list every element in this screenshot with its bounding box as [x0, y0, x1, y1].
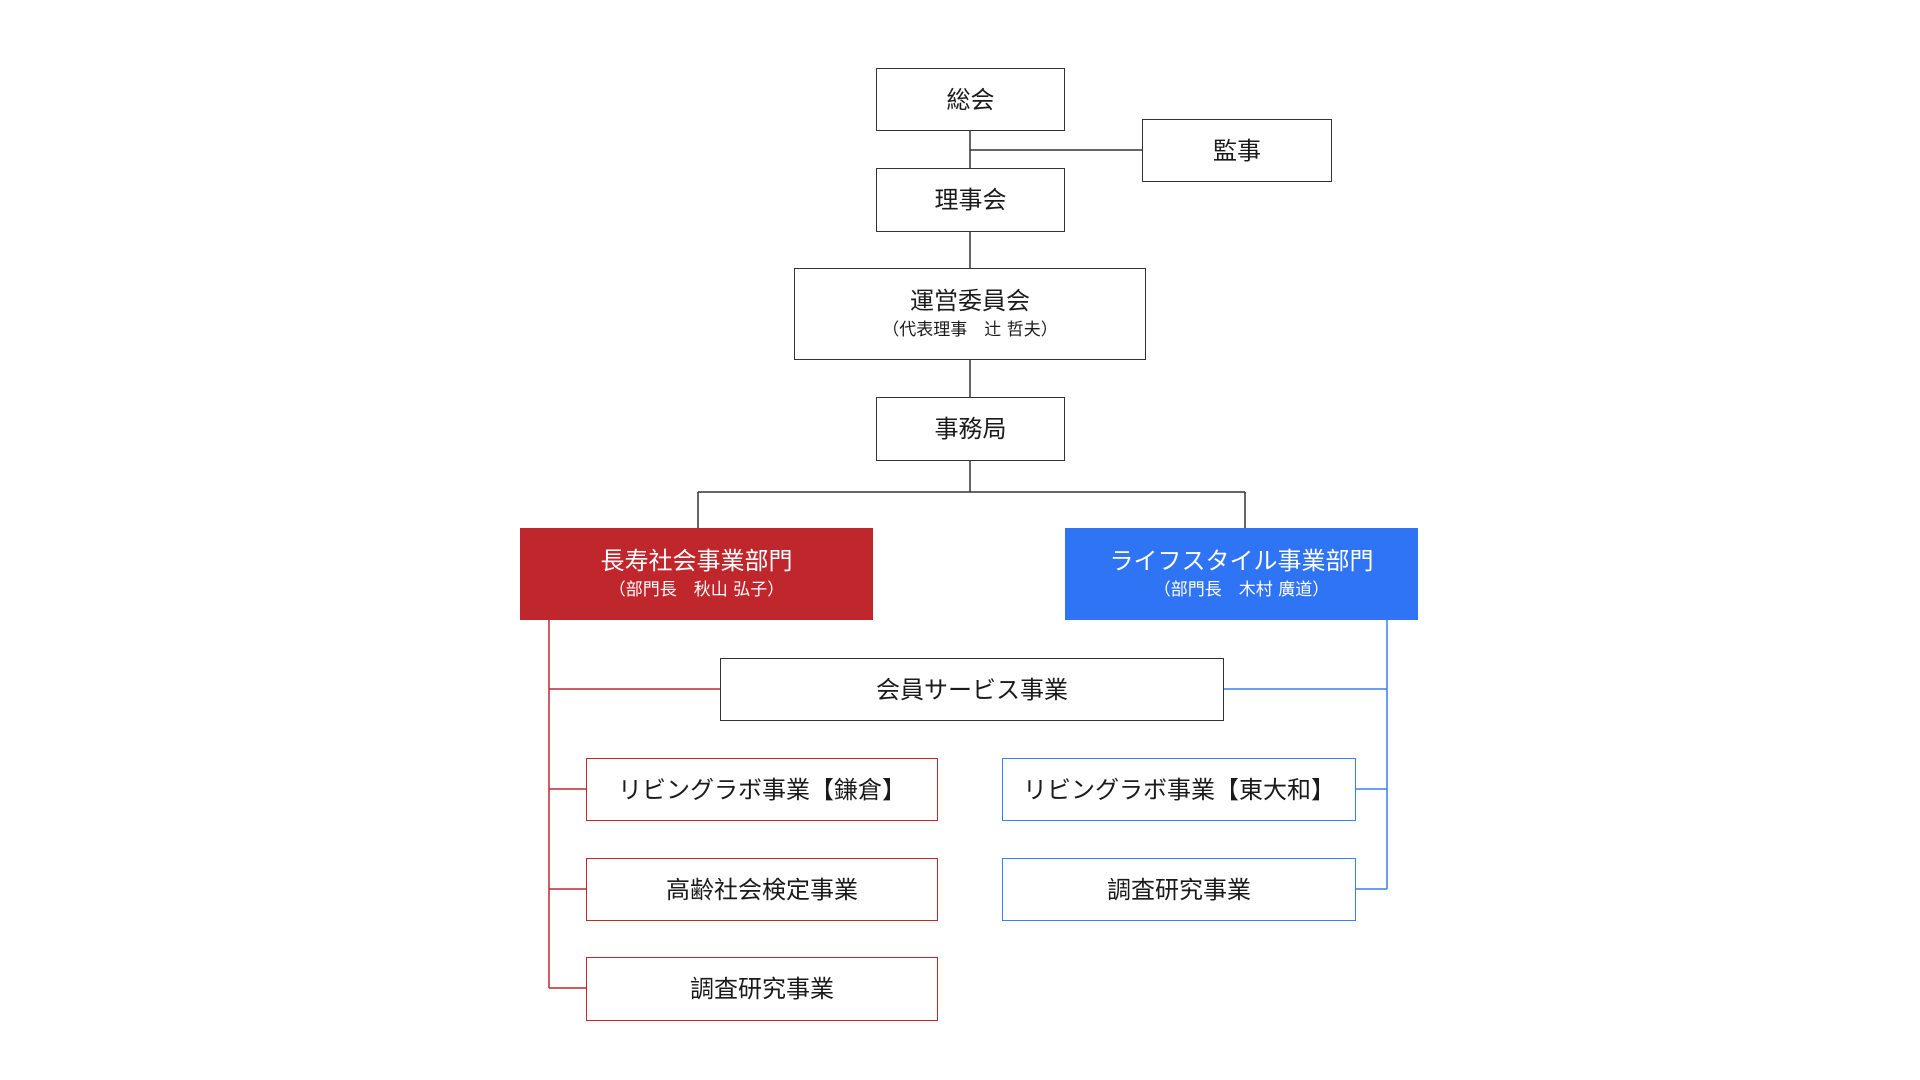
node-label: 理事会 — [934, 186, 1007, 214]
node-label: ライフスタイル事業部門 — [1109, 547, 1374, 575]
node-chousa-kenkyu-blue: 調査研究事業 — [1002, 858, 1356, 921]
node-jimukyoku: 事務局 — [876, 397, 1065, 461]
node-kanji: 監事 — [1142, 119, 1332, 182]
node-label: リビングラボ事業【東大和】 — [1023, 775, 1335, 804]
node-label: 事務局 — [934, 415, 1007, 443]
node-label: 調査研究事業 — [1107, 875, 1251, 904]
node-koreisha-kentei: 高齢社会検定事業 — [586, 858, 938, 921]
node-label: 監事 — [1213, 136, 1261, 165]
node-label: 長寿社会事業部門 — [600, 547, 793, 575]
node-living-lab-kamakura: リビングラボ事業【鎌倉】 — [586, 758, 938, 821]
node-kaiin-service: 会員サービス事業 — [720, 658, 1224, 721]
node-label: 総会 — [946, 85, 995, 114]
node-lifestyle-department: ライフスタイル事業部門 （部門長 木村 廣道） — [1065, 528, 1418, 620]
node-label: 調査研究事業 — [690, 975, 834, 1003]
node-living-lab-higashiyamato: リビングラボ事業【東大和】 — [1002, 758, 1356, 821]
node-label: 会員サービス事業 — [876, 675, 1068, 704]
node-label: リビングラボ事業【鎌倉】 — [618, 775, 906, 804]
node-choju-department: 長寿社会事業部門 （部門長 秋山 弘子） — [520, 528, 873, 620]
node-chousa-kenkyu-red: 調査研究事業 — [586, 957, 938, 1021]
node-unei: 運営委員会 （代表理事 辻 哲夫） — [794, 268, 1146, 360]
node-label: 高齢社会検定事業 — [666, 875, 858, 904]
node-sublabel: （部門長 秋山 弘子） — [608, 580, 785, 600]
node-sublabel: （代表理事 辻 哲夫） — [882, 320, 1058, 340]
node-label: 運営委員会 — [910, 287, 1030, 315]
node-sokai: 総会 — [876, 68, 1065, 131]
node-rijikai: 理事会 — [876, 168, 1065, 232]
node-sublabel: （部門長 木村 廣道） — [1153, 580, 1330, 600]
